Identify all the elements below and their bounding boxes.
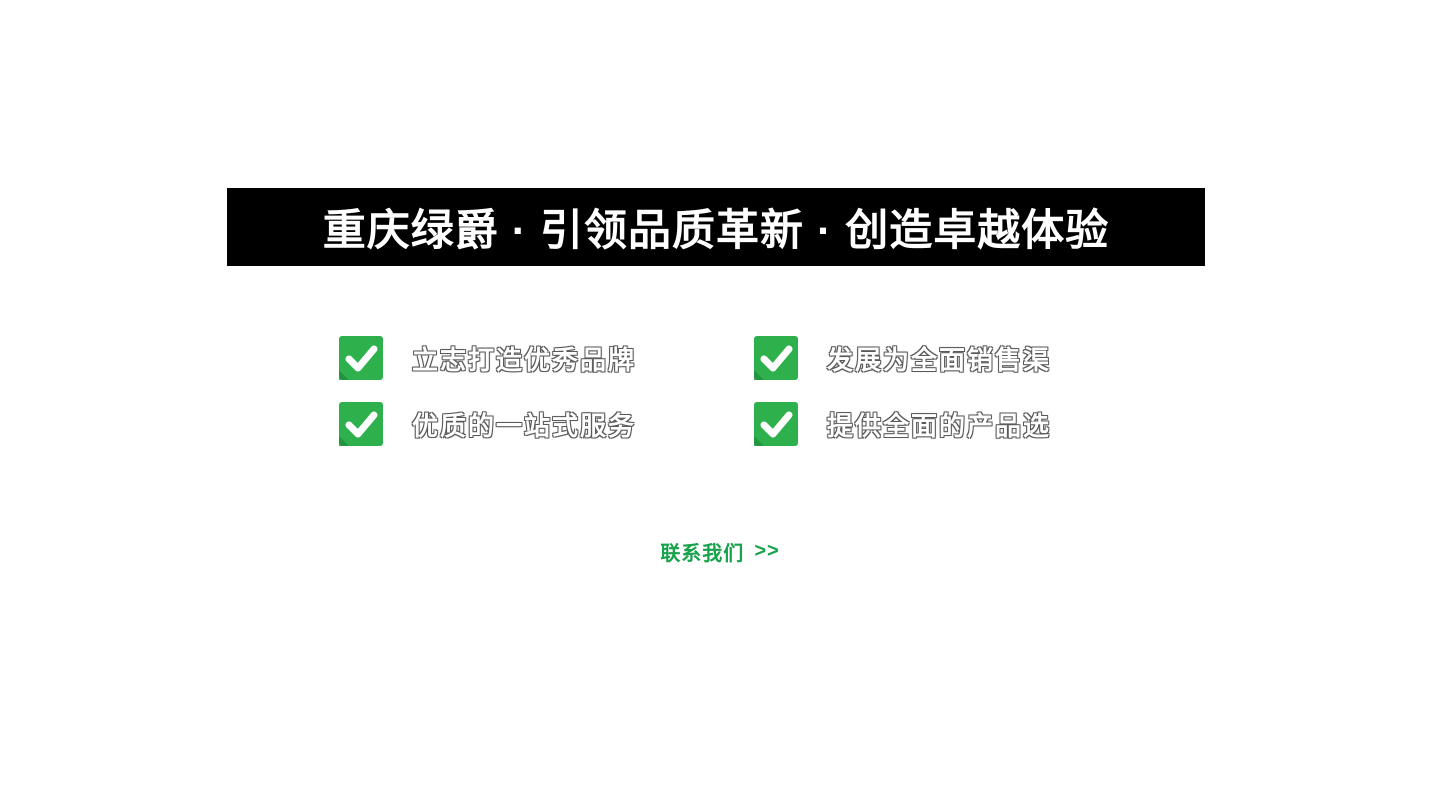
contact-section: 联系我们 >> xyxy=(0,537,1440,566)
contact-us-label: 联系我们 xyxy=(660,543,745,565)
feature-item: 提供全面的产品选 xyxy=(754,402,1051,446)
feature-label: 提供全面的产品选 xyxy=(827,410,1052,441)
feature-item: 优质的一站式服务 xyxy=(339,402,636,446)
feature-item: 立志打造优秀品牌 xyxy=(339,336,636,380)
headline-banner: 重庆绿爵 · 引领品质革新 · 创造卓越体验 xyxy=(227,188,1205,266)
double-arrow-icon: >> xyxy=(754,540,780,562)
feature-label: 优质的一站式服务 xyxy=(412,410,637,441)
fold-corner xyxy=(339,436,349,446)
feature-label: 立志打造优秀品牌 xyxy=(412,344,637,375)
check-icon xyxy=(339,402,383,446)
check-icon xyxy=(754,402,798,446)
check-icon xyxy=(339,336,383,380)
page-title: 重庆绿爵 · 引领品质革新 · 创造卓越体验 xyxy=(322,207,1110,255)
feature-label: 发展为全面销售渠 xyxy=(827,344,1052,375)
feature-list: 立志打造优秀品牌 发展为全面销售渠 优质的一站式服务 xyxy=(339,336,1109,446)
fold-corner xyxy=(754,436,764,446)
contact-us-link[interactable]: 联系我们 >> xyxy=(660,537,779,566)
feature-item: 发展为全面销售渠 xyxy=(754,336,1051,380)
fold-corner xyxy=(754,370,764,380)
fold-corner xyxy=(339,370,349,380)
check-icon xyxy=(754,336,798,380)
